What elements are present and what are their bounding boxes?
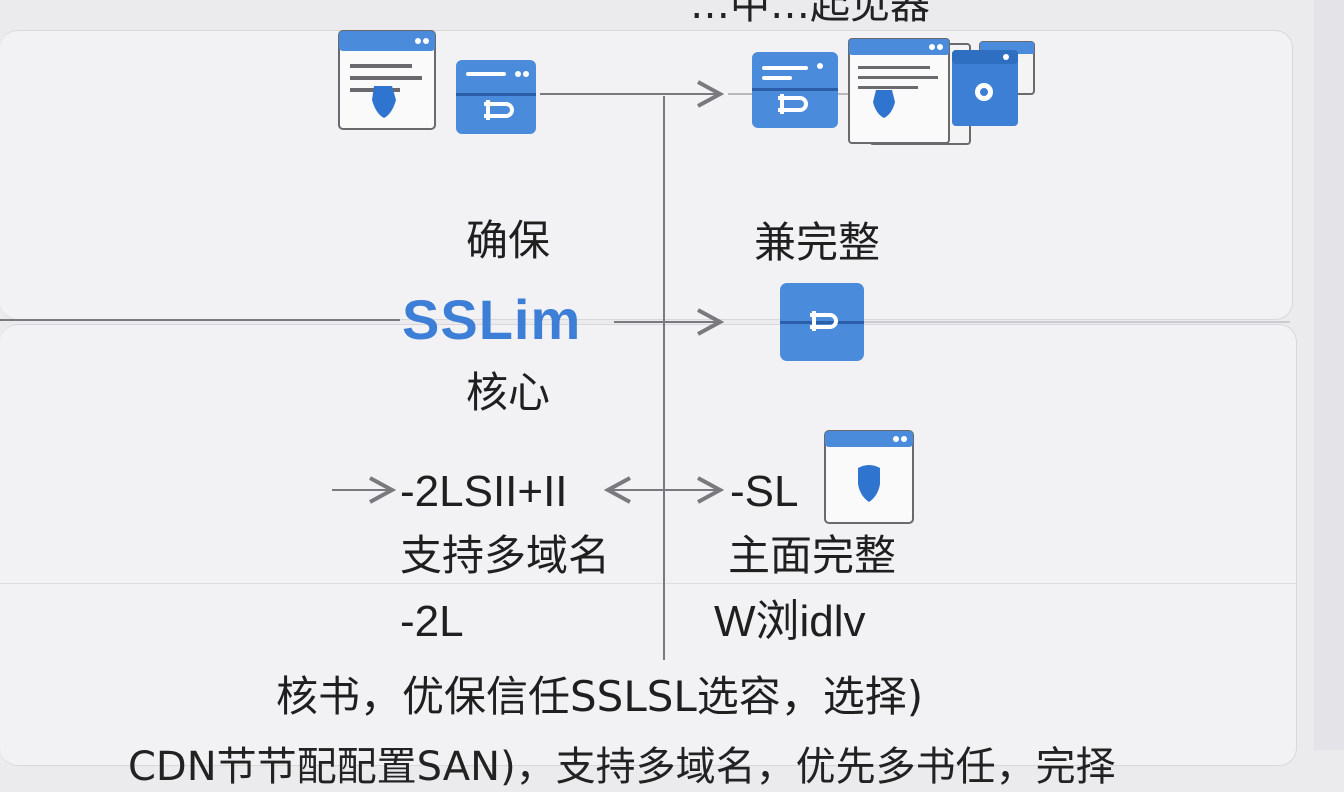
label-row-right-code: -SL: [730, 467, 799, 516]
label-sslim: SSLim: [402, 288, 582, 351]
label-main-complete: 主面完整: [728, 531, 897, 580]
right-edge-strip: [1314, 0, 1344, 750]
window-coin-icon: [950, 40, 1036, 132]
label-browser-code: W浏idlv: [714, 597, 866, 646]
browser-window-shield-icon: [338, 30, 436, 134]
lock-card-icon: [456, 60, 536, 138]
label-multi-domain: 支持多域名: [400, 531, 611, 580]
label-row-left-code: -2LSII+II: [400, 467, 568, 516]
label-ensure: 确保: [466, 216, 551, 265]
browser-window-shield-icon: [824, 430, 914, 528]
label-core: 核心: [466, 368, 551, 417]
summary-line: 核书，优保信任SSLSL选容，选择): [276, 672, 924, 721]
lock-card-icon: [780, 283, 864, 365]
bottom-clipped-text: CDN节节配配置SAN)，支持多域名，优先多书任，完择: [128, 744, 1116, 790]
browser-window-shield-icon: [848, 38, 972, 150]
bottom-panel: [0, 324, 1297, 766]
top-panel: [0, 30, 1293, 320]
bottom-panel-divider: [0, 583, 1296, 584]
header-clipped-text: …中…起见器: [690, 0, 930, 28]
label-small-code: -2L: [400, 597, 464, 646]
lock-card-icon: [752, 52, 838, 132]
label-compat-complete: 兼完整: [754, 218, 881, 267]
connector-lines: [0, 0, 1290, 660]
